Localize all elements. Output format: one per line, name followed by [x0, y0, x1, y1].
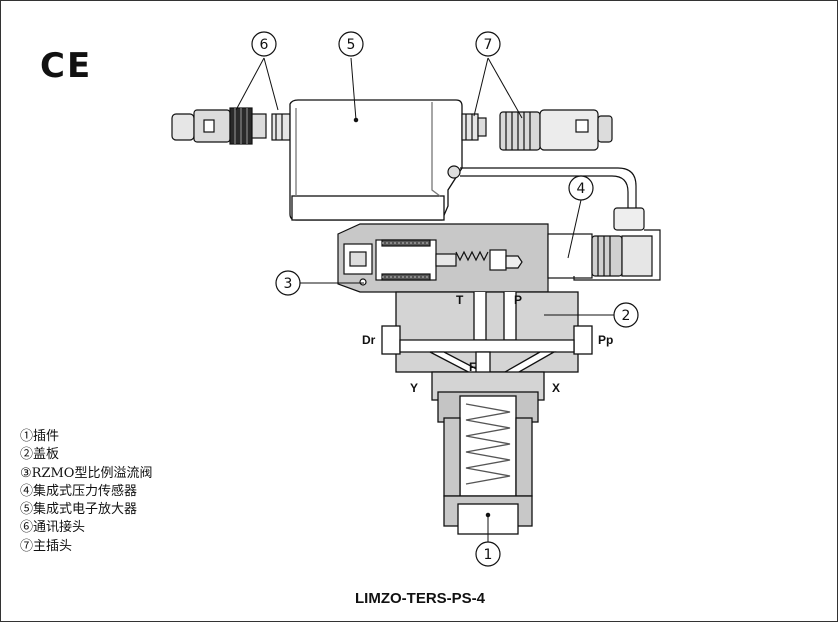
callout-6: 6	[251, 31, 277, 57]
legend-item: ②盖板	[20, 447, 60, 463]
callout-5: 5	[338, 31, 364, 57]
svg-text:7: 7	[484, 37, 493, 53]
legend-item: ⑦主插头	[20, 538, 73, 554]
sensor-cable	[447, 165, 637, 208]
svg-text:6: 6	[260, 37, 269, 53]
port-label-f: F	[469, 360, 476, 374]
callout-3: 3	[275, 270, 301, 296]
pressure-sensor	[547, 207, 661, 281]
legend-item: ①插件	[20, 429, 60, 444]
communication-connector	[171, 107, 267, 145]
proportional-relief-valve	[337, 223, 549, 293]
electronic-amplifier-housing	[289, 99, 463, 221]
port-label-p: P	[514, 293, 522, 307]
legend-item: ⑤集成式电子放大器	[20, 502, 138, 518]
legend-item: ④集成式压力传感器	[20, 483, 138, 499]
svg-text:4: 4	[577, 181, 586, 197]
svg-text:2: 2	[622, 308, 631, 324]
cover-plate	[381, 291, 593, 379]
callout-leader-lines	[235, 57, 614, 542]
main-plug-connector	[499, 109, 613, 151]
amplifier-left-socket	[271, 113, 291, 141]
amplifier-right-socket	[461, 113, 487, 141]
component-legend: ①插件 ②盖板 ③RZMO型比例溢流阀 ④集成式压力传感器 ⑤集成式电子放大器 …	[20, 428, 152, 556]
port-label-x: X	[552, 381, 560, 395]
callout-7: 7	[475, 31, 501, 57]
model-label: LIMZO-TERS-PS-4	[355, 590, 485, 607]
port-label-y: Y	[410, 381, 418, 395]
callout-2: 2	[613, 302, 639, 328]
port-label-dr: Dr	[362, 333, 376, 347]
legend-item: ⑥通讯接头	[20, 520, 86, 536]
port-label-t: T	[456, 293, 464, 307]
legend-item: ③RZMO型比例溢流阀	[20, 465, 153, 481]
port-label-pp: Pp	[598, 333, 613, 347]
callout-4: 4	[568, 175, 594, 201]
svg-text:3: 3	[284, 276, 293, 292]
svg-text:1: 1	[484, 547, 493, 563]
ce-mark-logo: CE	[40, 46, 93, 86]
svg-text:5: 5	[347, 37, 356, 53]
cartridge-insert	[431, 371, 545, 535]
callout-1: 1	[475, 541, 501, 567]
